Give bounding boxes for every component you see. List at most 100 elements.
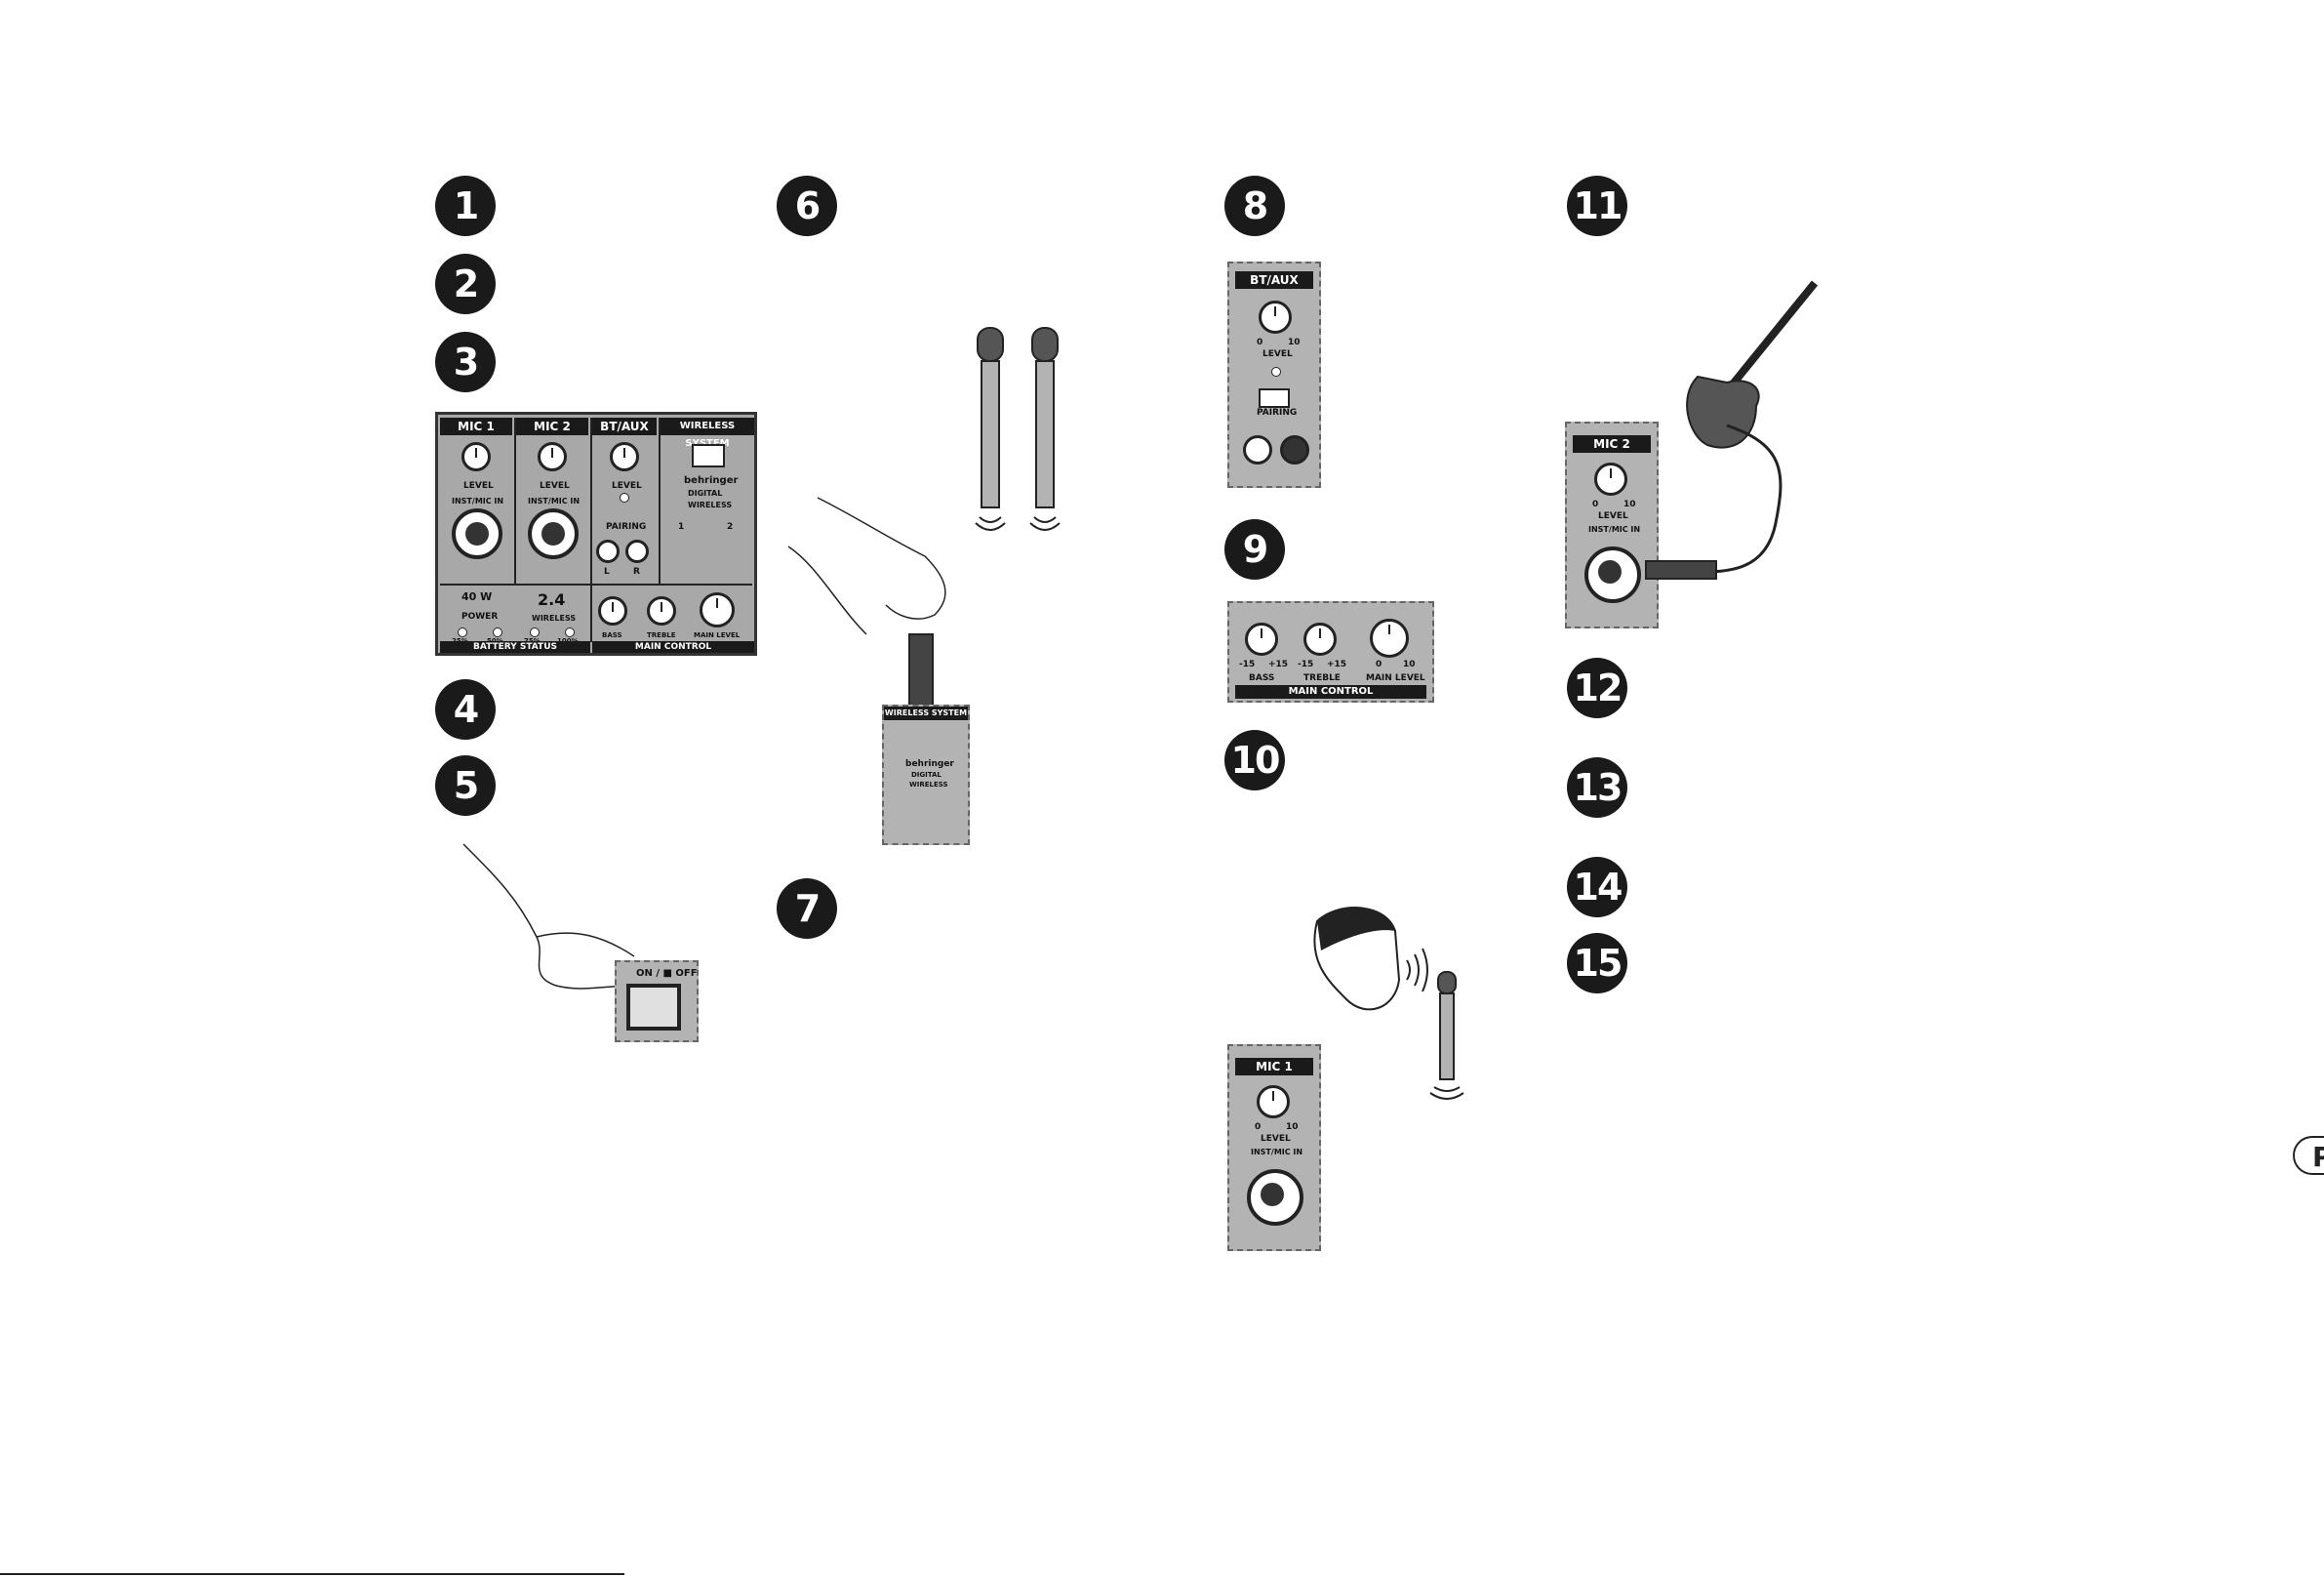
step-8-badge: 8: [1224, 176, 1285, 236]
hand-usb-illustration: [787, 497, 946, 742]
bt-panel-level-knob[interactable]: [1259, 301, 1292, 334]
step-7-badge: 7: [777, 878, 837, 939]
mic2-header: MIC 2: [516, 418, 588, 435]
battery-status-header: BATTERY STATUS: [440, 641, 590, 653]
mic2-panel-level-knob[interactable]: [1594, 463, 1627, 496]
mc-bass-min: -15: [1239, 660, 1256, 669]
step-4-badge: 4: [435, 679, 496, 740]
aux-l-label: L: [604, 567, 610, 577]
wireless-ch1: 1: [678, 522, 685, 532]
mic1-panel-level-label: LEVEL: [1261, 1134, 1291, 1144]
mic1-panel: MIC 1 0 10 LEVEL INST/MIC IN: [1227, 1044, 1321, 1251]
mic2-panel-range-max: 10: [1623, 500, 1636, 509]
mic2-panel-level-label: LEVEL: [1598, 511, 1628, 521]
btaux-header: BT/AUX: [592, 418, 657, 435]
step-13-badge: 13: [1567, 757, 1627, 818]
wireless-header: WIRELESS SYSTEM: [661, 418, 754, 449]
bt-panel-aux-l[interactable]: [1243, 435, 1272, 465]
wireless-sub2: WIRELESS: [688, 501, 733, 509]
treble-knob[interactable]: [647, 596, 676, 626]
guitar-cable-plug: [1645, 560, 1717, 580]
footer-divider: [0, 1573, 624, 1575]
singer-head-illustration: [1313, 907, 1464, 1100]
step-6-badge: 6: [777, 176, 837, 236]
usb-wireless-panel: WIRELESS SYSTEM behringer DIGITAL WIRELE…: [882, 705, 970, 845]
divider: [590, 418, 592, 642]
step-11-badge: 11: [1567, 176, 1627, 236]
power-switch-label: ON / ■ OFF: [636, 968, 698, 979]
mc-main-level-knob[interactable]: [1370, 619, 1409, 658]
bt-panel-pairing-led: [1271, 367, 1281, 377]
mic2-panel-input-label: INST/MIC IN: [1588, 525, 1641, 534]
power-switch-button[interactable]: [626, 984, 681, 1031]
battery-led-50: [493, 627, 502, 637]
mic2-level-knob[interactable]: [538, 442, 567, 471]
power-switch-panel: ON / ■ OFF: [615, 960, 699, 1042]
power-label: POWER: [461, 612, 499, 622]
bt-aux-panel: BT/AUX 0 10 LEVEL PAIRING: [1227, 262, 1321, 488]
wireless-microphones-illustration: [975, 327, 1061, 531]
mc-treble-knob[interactable]: [1303, 623, 1337, 656]
bass-knob[interactable]: [598, 596, 627, 626]
main-level-label: MAIN LEVEL: [694, 631, 741, 639]
step-10-badge: 10: [1224, 730, 1285, 790]
mic1-level-label: LEVEL: [463, 481, 494, 491]
mc-bass-max: +15: [1268, 660, 1289, 669]
mic1-combo-jack[interactable]: [452, 508, 502, 559]
mc-bass-label: BASS: [1249, 673, 1275, 683]
mc-ml-max: 10: [1403, 660, 1416, 669]
wireless-ch2: 2: [727, 522, 734, 532]
bt-panel-pairing-label: PAIRING: [1257, 408, 1298, 418]
power-watts: 40 W: [461, 590, 493, 603]
bass-label: BASS: [602, 631, 622, 639]
mic2-panel-combo-jack[interactable]: [1584, 546, 1641, 603]
mic1-input-label: INST/MIC IN: [452, 497, 504, 506]
mc-bass-knob[interactable]: [1245, 623, 1278, 656]
wireless-brand: behringer: [684, 475, 739, 486]
aux-r-label: R: [633, 567, 640, 577]
aux-r-jack[interactable]: [625, 540, 649, 563]
step-12-badge: 12: [1567, 658, 1627, 718]
mic1-panel-range-max: 10: [1286, 1122, 1299, 1132]
mic1-panel-level-knob[interactable]: [1257, 1085, 1290, 1118]
mic1-panel-input-label: INST/MIC IN: [1251, 1148, 1303, 1156]
aux-l-jack[interactable]: [596, 540, 620, 563]
mic2-panel: MIC 2 0 10 LEVEL INST/MIC IN: [1565, 422, 1659, 628]
bt-panel-aux-r[interactable]: [1280, 435, 1309, 465]
mic1-header: MIC 1: [440, 418, 512, 435]
language-badge: PL: [2293, 1136, 2324, 1175]
step-9-badge: 9: [1224, 519, 1285, 580]
electric-guitar-illustration: [1686, 280, 1819, 574]
mic1-level-knob[interactable]: [461, 442, 491, 471]
divider: [440, 584, 752, 586]
mic2-input-label: INST/MIC IN: [528, 497, 581, 506]
pairing-led: [620, 493, 629, 503]
mic2-combo-jack[interactable]: [528, 508, 579, 559]
battery-led-25: [458, 627, 467, 637]
mc-treble-min: -15: [1298, 660, 1314, 669]
usb-panel-sub2: WIRELESS: [909, 781, 948, 789]
treble-label: TREBLE: [647, 631, 676, 639]
step-5-badge: 5: [435, 755, 496, 816]
main-level-knob[interactable]: [700, 592, 735, 627]
step-2-badge: 2: [435, 254, 496, 314]
usb-panel-brand: behringer: [905, 759, 954, 769]
wireless-sub1: DIGITAL: [688, 489, 723, 498]
mic1-panel-range-min: 0: [1255, 1122, 1262, 1132]
bt-panel-range-min: 0: [1257, 338, 1263, 347]
step-1-badge: 1: [435, 176, 496, 236]
mc-ml-min: 0: [1376, 660, 1382, 669]
usb-port[interactable]: [692, 444, 725, 467]
bt-panel-header: BT/AUX: [1235, 271, 1313, 289]
mic1-panel-combo-jack[interactable]: [1247, 1169, 1303, 1226]
mc-main-level-label: MAIN LEVEL: [1366, 673, 1425, 683]
mc-treble-label: TREBLE: [1303, 673, 1341, 683]
mic2-panel-header: MIC 2: [1573, 435, 1651, 453]
pairing-button[interactable]: [1259, 388, 1290, 408]
mc-header: MAIN CONTROL: [1235, 685, 1426, 699]
pairing-label: PAIRING: [606, 522, 647, 532]
bt-panel-range-max: 10: [1288, 338, 1301, 347]
btaux-level-label: LEVEL: [612, 481, 642, 491]
btaux-level-knob[interactable]: [610, 442, 639, 471]
mc-treble-max: +15: [1327, 660, 1347, 669]
